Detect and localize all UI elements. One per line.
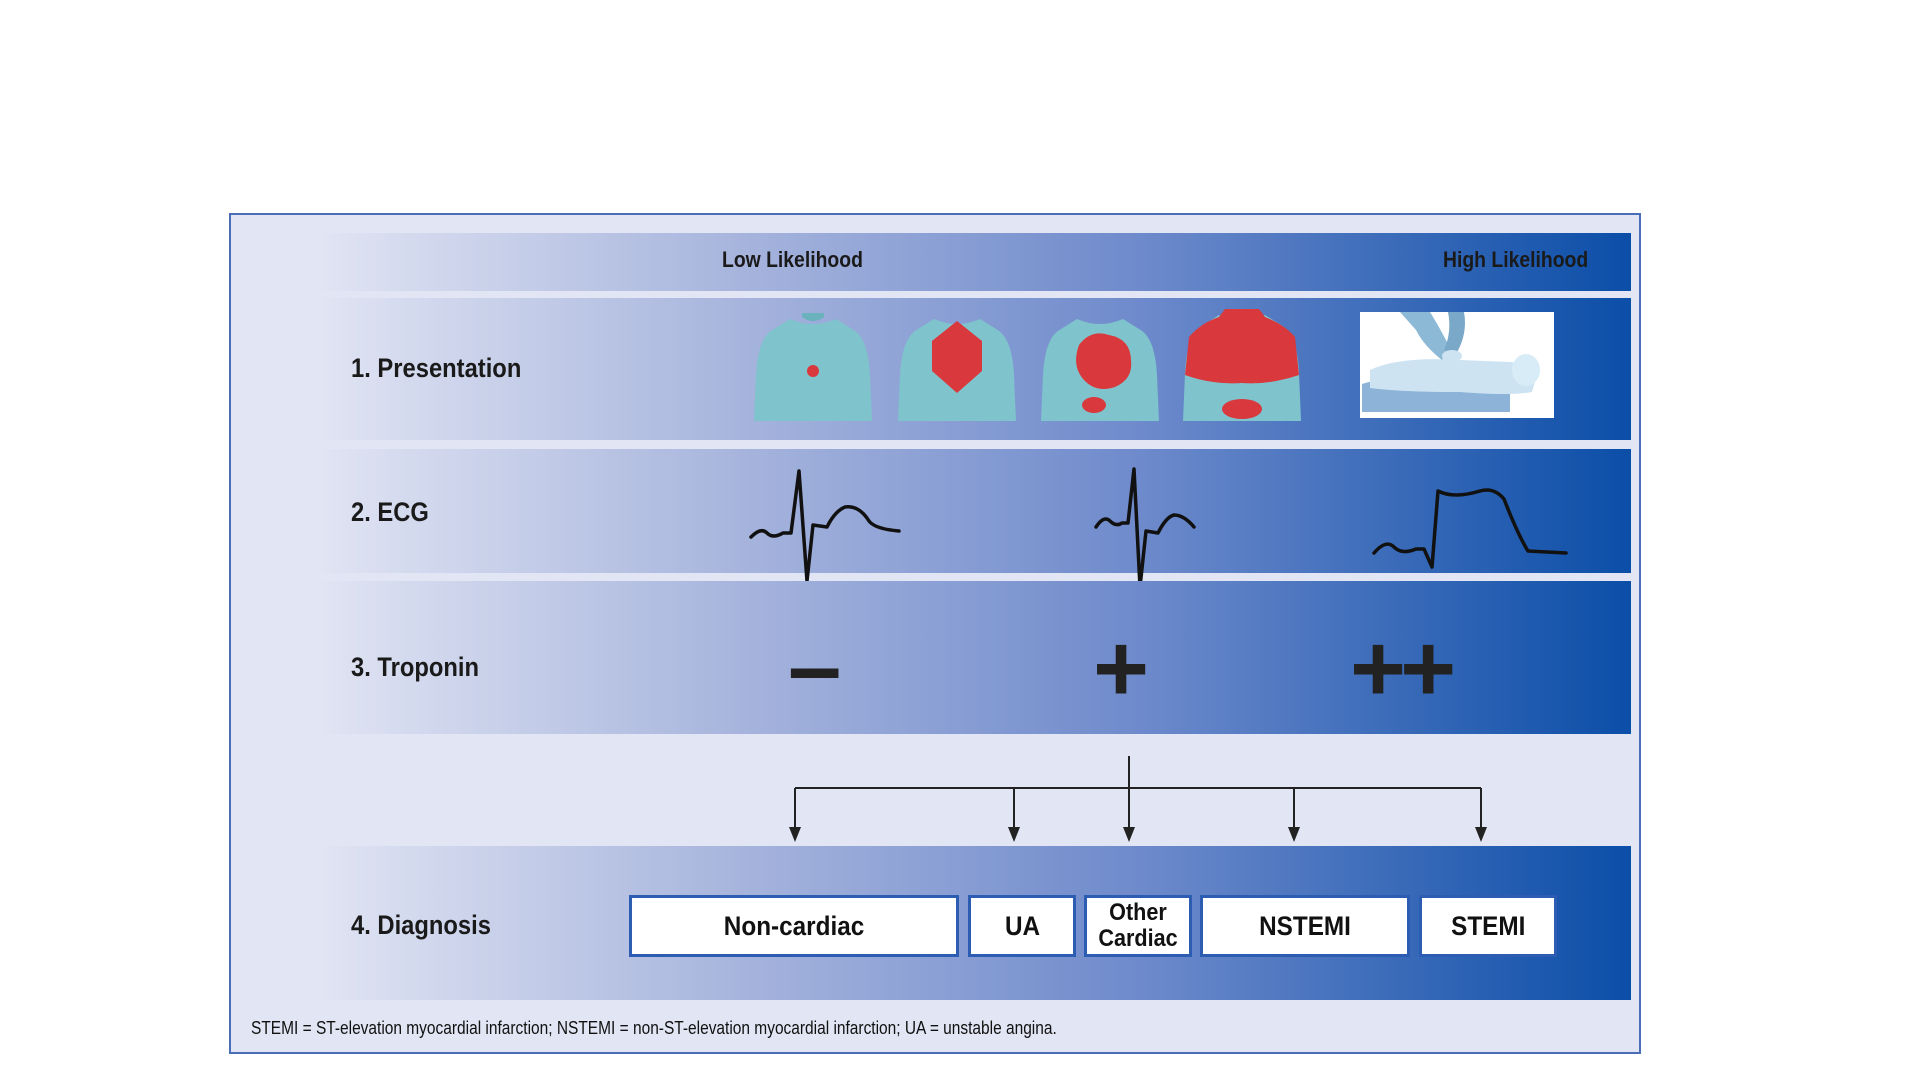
diagnosis-nstemi: NSTEMI [1200, 895, 1410, 957]
arrowhead [1475, 827, 1487, 842]
footnote: STEMI = ST-elevation myocardial infarcti… [251, 1018, 1057, 1039]
diagnosis-ua: UA [968, 895, 1076, 957]
diagnosis-stemi: STEMI [1419, 895, 1557, 957]
diagnosis-non-cardiac: Non-cardiac [629, 895, 959, 957]
arrowhead [789, 827, 801, 842]
arrowhead [1288, 827, 1300, 842]
arrowhead [1008, 827, 1020, 842]
figure-frame: Low Likelihood High Likelihood 1. Presen… [229, 213, 1641, 1054]
diagnosis-label: 4. Diagnosis [351, 910, 491, 941]
diagnosis-other-cardiac: Other Cardiac [1084, 895, 1192, 957]
arrowhead [1123, 827, 1135, 842]
